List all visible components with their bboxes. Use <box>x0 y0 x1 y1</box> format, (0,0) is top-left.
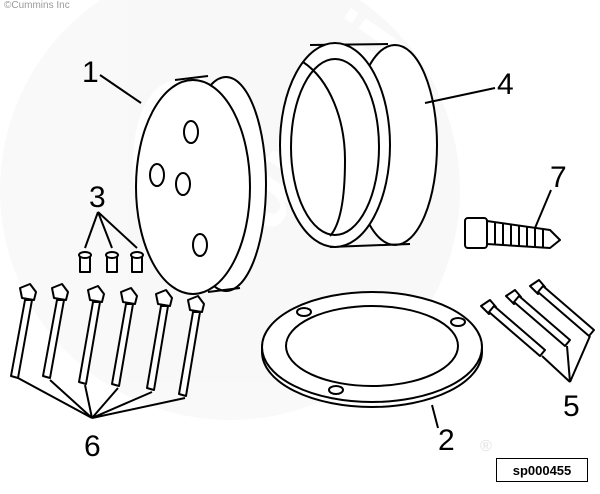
leader-1 <box>99 74 142 104</box>
part-6-bolts <box>10 283 205 397</box>
leader-6 <box>17 377 186 419</box>
callout-7: 7 <box>550 161 567 194</box>
part-3-screws <box>78 251 144 273</box>
leader-5 <box>541 335 591 383</box>
part-5-bolts <box>480 279 595 357</box>
callout-6: 6 <box>84 430 101 463</box>
part-4-ring <box>279 42 438 248</box>
part-2-gasket <box>261 291 483 408</box>
callout-1: 1 <box>82 56 99 89</box>
part-7-bolt <box>464 217 561 249</box>
callout-5: 5 <box>563 390 580 423</box>
callout-4: 4 <box>497 68 514 101</box>
reference-id-box: sp000455 <box>496 458 588 482</box>
leader-2 <box>431 404 439 429</box>
leader-3 <box>84 211 138 249</box>
leader-lines <box>17 74 591 429</box>
leader-4 <box>424 87 496 104</box>
callout-3: 3 <box>89 181 106 214</box>
registered-mark: ® <box>480 438 492 455</box>
callout-2: 2 <box>438 424 455 457</box>
copyright-text: ©Cummins Inc <box>4 0 70 11</box>
part-1-disc <box>132 75 267 295</box>
leader-7 <box>534 189 552 229</box>
